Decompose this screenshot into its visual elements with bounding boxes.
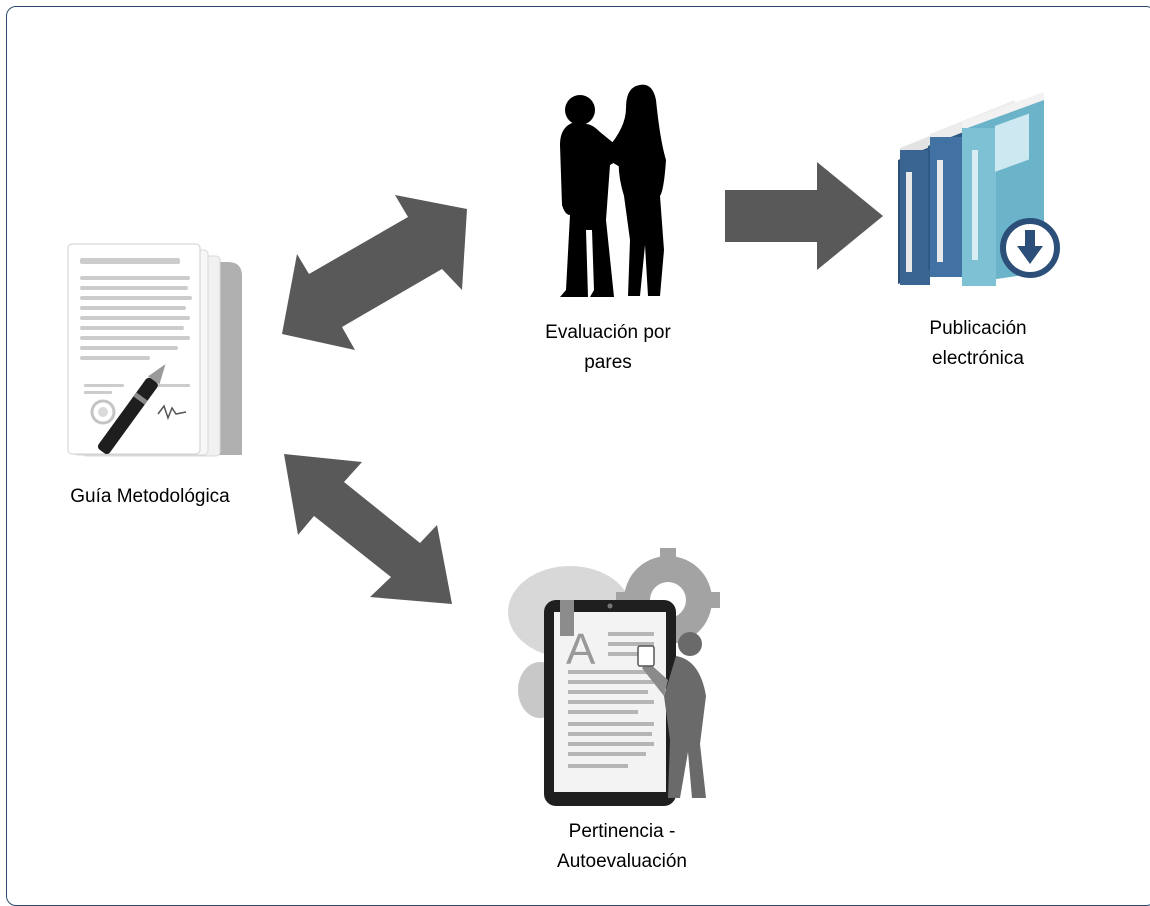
signed-document-icon	[67, 243, 242, 457]
books-download-icon	[898, 92, 1060, 286]
arrow-guide-relevance	[284, 454, 452, 604]
two-people-silhouette-icon	[560, 84, 666, 297]
arrow-peer-publication	[725, 162, 883, 270]
label-evaluacion-por-pares: Evaluación por pares	[545, 322, 671, 373]
label-publicacion-electronica: Publicación electrónica	[929, 318, 1027, 369]
tablet-reader-icon: A	[508, 548, 720, 806]
label-pertinencia-autoevaluacion: Pertinencia - Autoevaluación	[557, 821, 687, 872]
svg-text:A: A	[566, 625, 596, 674]
label-guia-metodologica: Guía Metodológica	[70, 486, 230, 507]
arrow-guide-peer	[282, 195, 467, 350]
